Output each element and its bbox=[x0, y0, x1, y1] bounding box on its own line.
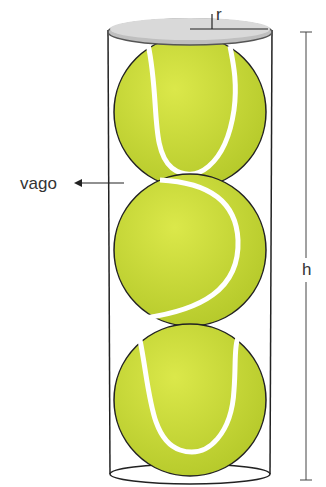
height-label: h bbox=[302, 261, 311, 278]
dimension-line bbox=[306, 32, 307, 480]
leader-line bbox=[80, 182, 124, 183]
dimension-tick bbox=[300, 480, 312, 481]
lid-top bbox=[110, 18, 270, 40]
cylinder-side bbox=[108, 30, 110, 474]
cylinder-side bbox=[270, 30, 272, 474]
arrow-head bbox=[74, 179, 82, 187]
radius-tick bbox=[211, 14, 212, 29]
radius-label: r bbox=[216, 6, 222, 23]
tennis-ball bbox=[114, 324, 266, 476]
radius-line bbox=[190, 28, 268, 29]
gap-label: vago bbox=[20, 175, 57, 192]
tennis-ball bbox=[114, 174, 266, 326]
label-patch bbox=[301, 258, 313, 282]
dimension-tick bbox=[300, 32, 312, 33]
lid bbox=[108, 19, 272, 45]
tennis-ball bbox=[114, 36, 266, 188]
